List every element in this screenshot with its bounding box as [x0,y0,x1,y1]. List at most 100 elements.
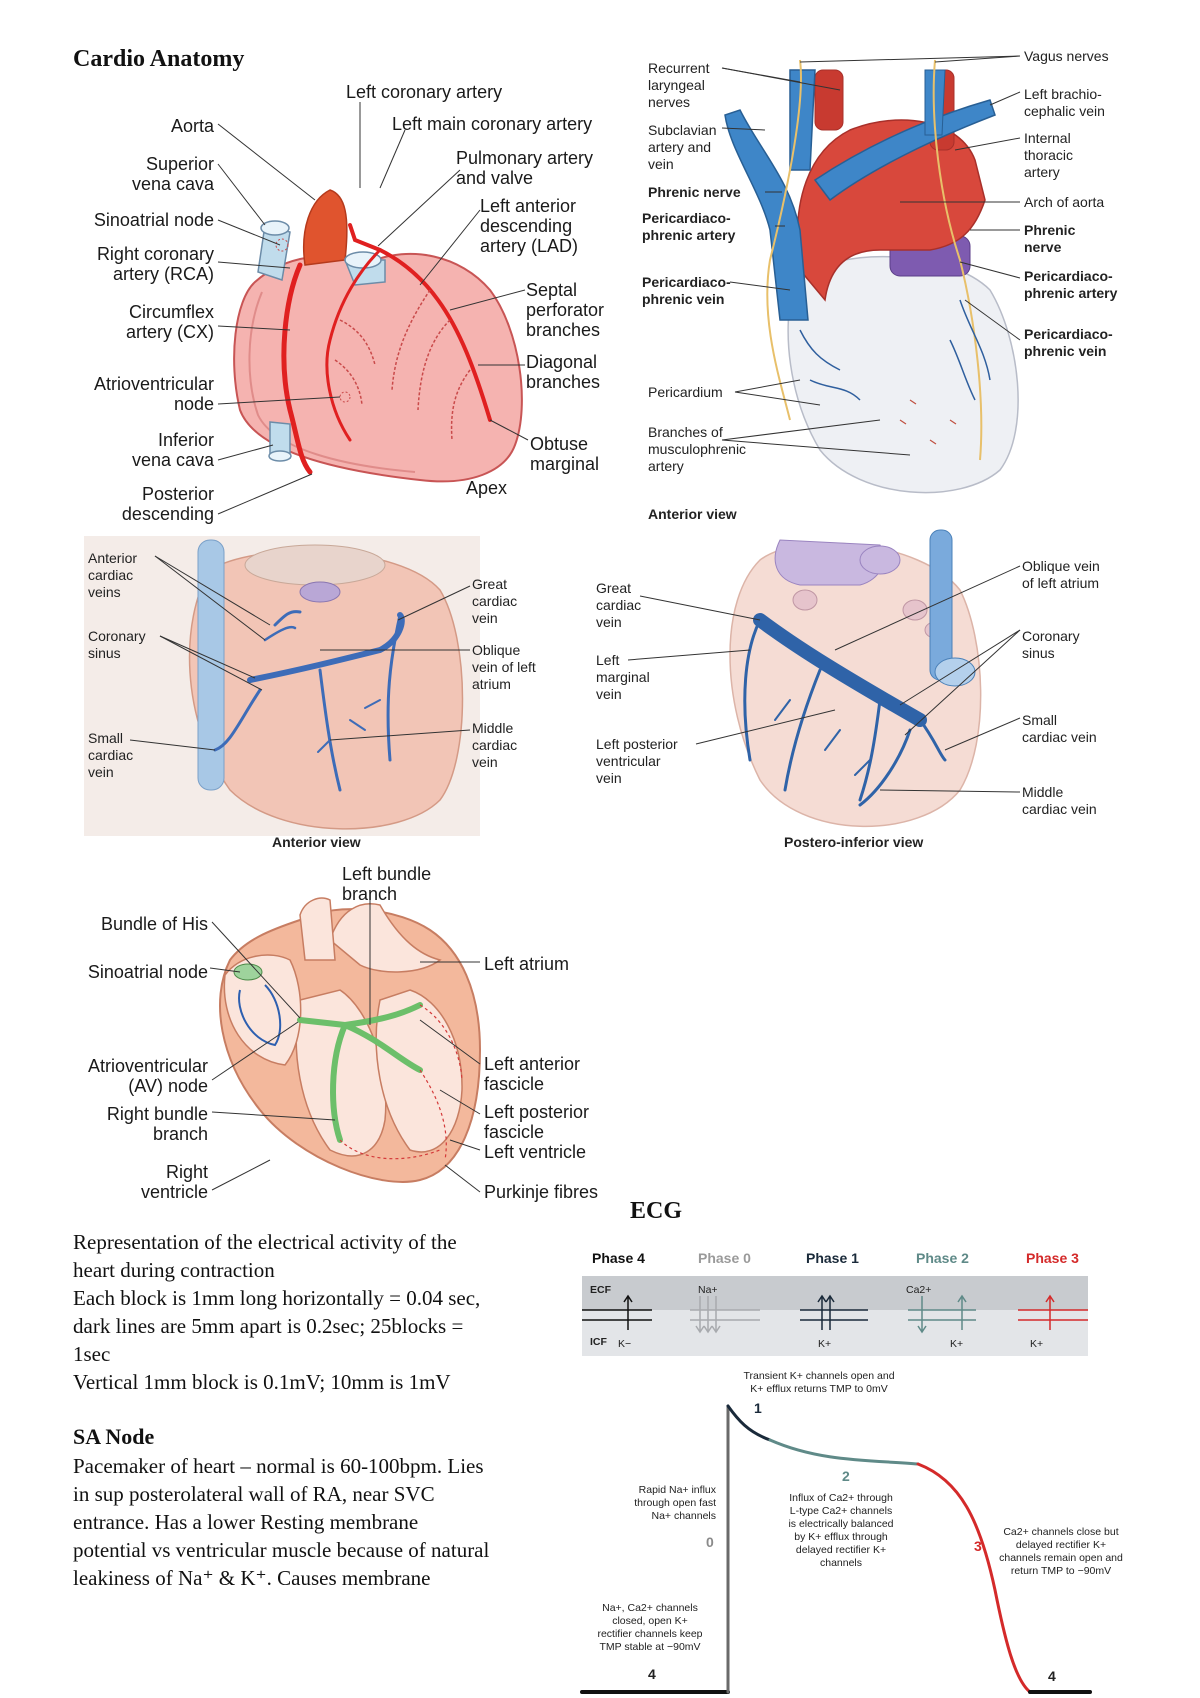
curve-number-1: 1 [754,1400,762,1416]
note-influx-line3: is electrically balanced [788,1518,894,1530]
label-musculo-line1: Branches of [648,424,723,440]
ecg-line-6: Vertical 1mm block is 0.1mV; 10mm is 1mV [73,1370,451,1394]
label-mcv-ant-line3: vein [472,754,498,770]
label-lpf-line2: fascicle [484,1122,545,1142]
label-mcv-post-line1: Middle [1022,784,1064,800]
label-lmv-line1: Left [596,652,620,668]
label-septal-line1: Septal [526,280,578,300]
label-scv-ant-line2: cardiac [88,747,134,763]
ion-k-phase3: K+ [1030,1338,1044,1350]
label-oblique-post-line2: of left atrium [1022,575,1100,591]
label-pa-artery-l-line1: Pericardiaco- [642,210,731,226]
curve-number-4-left: 4 [648,1666,656,1682]
note-close-line4: return TMP to −90mV [1010,1565,1112,1577]
label-mcv-ant-line1: Middle [472,720,514,736]
label-arch-of-aorta: Arch of aorta [1024,194,1105,210]
curve-number-3: 3 [974,1538,982,1554]
label-cs-post-line1: Coronary [1022,628,1080,644]
ecg-line-1: Representation of the electrical activit… [73,1230,457,1254]
label-gcv-line1: Great [472,576,508,592]
label-gcv-line3: vein [472,610,498,626]
label-lpf-line1: Left posterior [484,1102,590,1122]
ion-k-minus: K− [618,1338,632,1350]
label-pericardiacophrenic-artery-right: Pericardiaco-phrenic artery [1024,268,1117,302]
ecg-line-4: dark lines are 5mm apart is 0.2sec; 25bl… [73,1314,464,1338]
label-acv-line1: Anterior [88,550,138,566]
label-pa-artery-l-line2: phrenic artery [642,227,736,243]
label-oblique-line1: Oblique [472,642,521,658]
label-acv-line2: cardiac [88,567,134,583]
curve-number-0: 0 [706,1534,714,1550]
label-pa-artery-r-line2: phrenic artery [1024,285,1118,301]
label-rca-line2: artery (RCA) [112,264,214,284]
note-influx-line1: Influx of Ca2+ through [789,1492,893,1504]
label-anterior-view-fig2: Anterior view [648,506,737,522]
note-rest-line1: Na+, Ca2+ channels [602,1602,698,1614]
label-lpvv-line2: ventricular [596,753,661,769]
label-pa-artery-r-line1: Pericardiaco- [1024,268,1113,284]
label-pericardiacophrenic-vein-right: Pericardiaco-phrenic vein [1024,326,1113,360]
label-scv-post-line1: Small [1022,712,1058,728]
note-influx-line5: delayed rectifier K+ [795,1544,887,1556]
ecg-heading: ECG [630,1198,683,1224]
label-anterior-view-fig3: Anterior view [272,834,361,850]
label-om-line1: Obtuse [530,434,589,454]
label-left-main-coronary-artery: Left main coronary artery [392,114,593,134]
label-pericardiacophrenic-vein-left: Pericardiaco-phrenic vein [642,274,731,308]
note-influx-line4: by K+ efflux through [794,1531,888,1543]
label-internal-line1: Internal [1024,130,1071,146]
label-pa-vein-l-line1: Pericardiaco- [642,274,731,290]
label-pulmonary-line1: Pulmonary artery [456,148,594,168]
label-lmv-line2: marginal [596,669,650,685]
label-subclavian-line2: artery and [648,139,712,155]
label-scv-ant-line3: vein [88,764,114,780]
label-svc-line2: vena cava [131,174,214,194]
sa-line-2: in sup posterolateral wall of RA, near S… [73,1482,435,1506]
label-phrenic-nerve-left: Phrenic nerve [648,184,741,200]
label-septal-line2: perforator [526,300,605,320]
label-phrenic-r-line2: nerve [1024,239,1062,255]
label-av-node-cond: Atrioventricular(AV) node [40,1056,208,1096]
label-lmv-line3: vein [596,686,622,702]
label-gcv-line2: cardiac [472,593,518,609]
label-rv-line1: Right [165,1162,208,1182]
label-om-line2: marginal [530,454,600,474]
label-cx-line2: artery (CX) [125,322,214,342]
ecg-line-3: Each block is 1mm long horizontally = 0.… [73,1286,481,1310]
label-apex: Apex [466,478,508,498]
label-internal-line2: thoracic [1024,147,1074,163]
phase-label-3: Phase 3 [1026,1250,1079,1266]
label-left-ventricle: Left ventricle [484,1142,587,1162]
label-ivc-line1: Inferior [157,430,214,450]
label-vagus-nerves: Vagus nerves [1024,48,1109,64]
label-rbb-line1: Right bundle [106,1104,208,1124]
label-subclavian-line3: vein [648,156,674,172]
label-left-brachiocephalic: Left brachio-cephalic vein [1024,86,1105,120]
label-laf-line2: fascicle [484,1074,545,1094]
